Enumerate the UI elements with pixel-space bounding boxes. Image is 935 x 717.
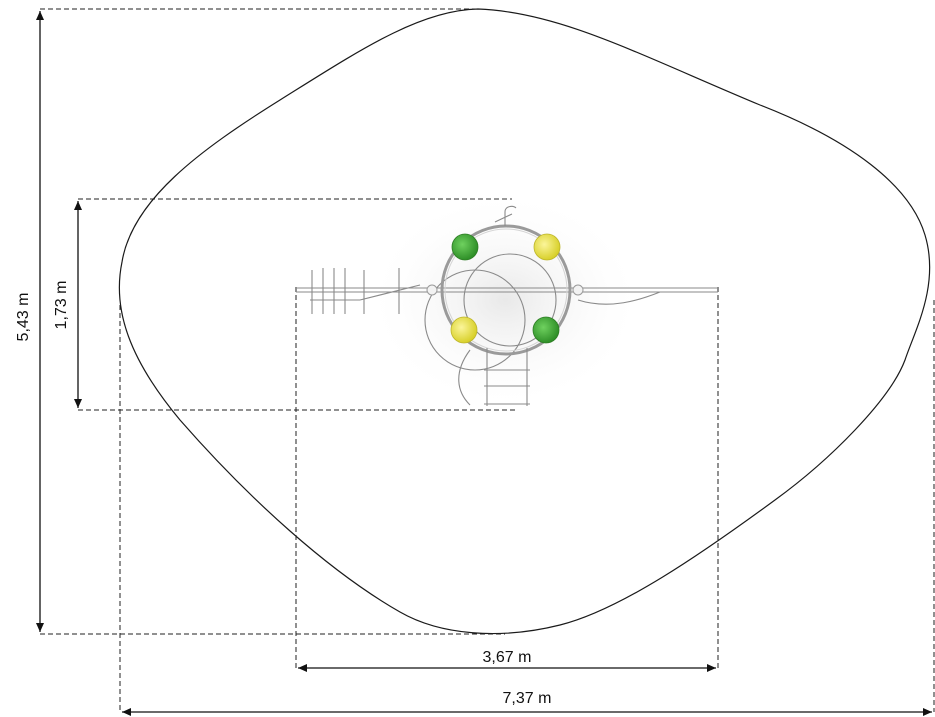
equipment-top-view (296, 190, 718, 410)
seat-bottom-left (450, 316, 478, 344)
seat-bottom-right (532, 316, 560, 344)
equipment-shadow (365, 190, 645, 410)
ring-joint-right (572, 284, 584, 296)
seat-top-right (533, 233, 561, 261)
dimension-lines (36, 10, 932, 716)
extension-lines (40, 8, 935, 712)
equipment-height-label: 1,73 m (53, 281, 70, 330)
bottom-steps (458, 348, 530, 406)
equipment-width-label: 3,67 m (483, 649, 532, 666)
top-hook (494, 205, 517, 226)
monkey-bars-ladder (310, 268, 421, 314)
seat-top-left (451, 233, 479, 261)
safety-zone-outline (118, 8, 931, 635)
central-ring (440, 224, 572, 356)
ring-joint-left (426, 284, 438, 296)
overall-height-label: 5,43 m (15, 293, 32, 342)
overall-width-label: 7,37 m (503, 690, 552, 707)
